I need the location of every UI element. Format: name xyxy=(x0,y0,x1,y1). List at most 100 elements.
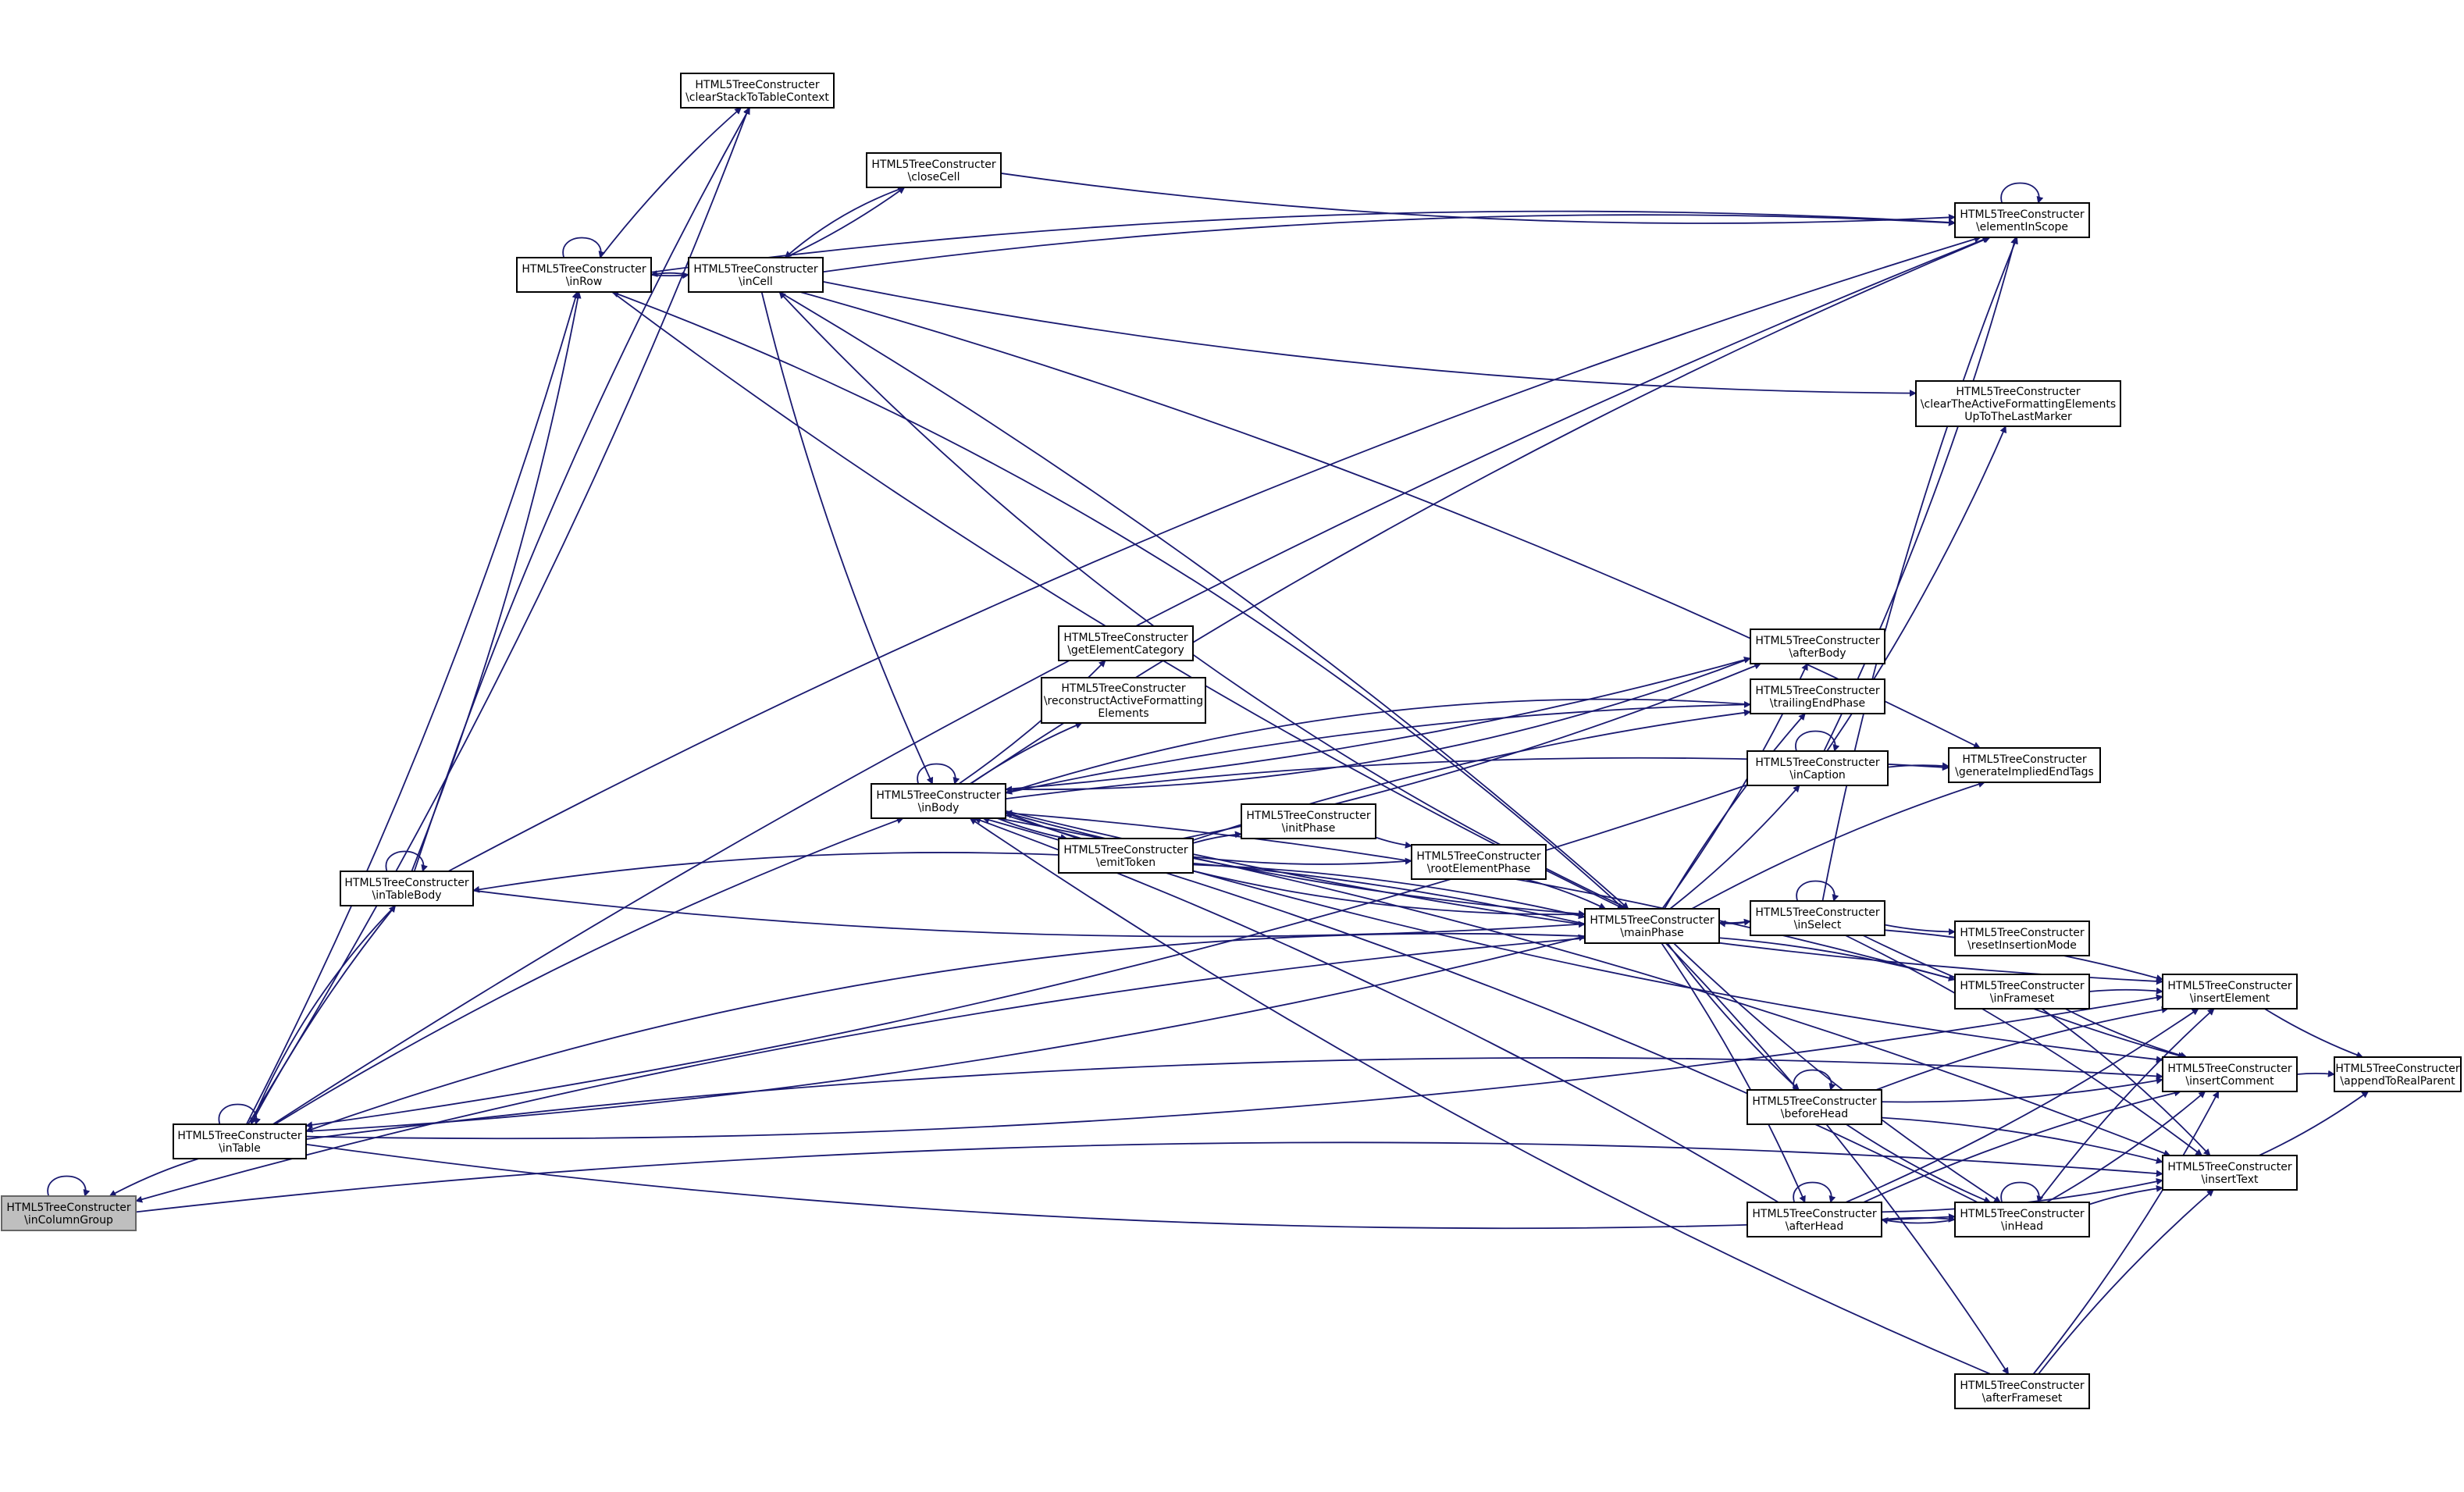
call-edge-inTable-to-inHead xyxy=(305,1143,1956,1230)
call-edge-inFrameset-to-insertElement xyxy=(2088,987,2163,995)
node-in-row[interactable]: HTML5TreeConstructer\inRow xyxy=(516,257,652,293)
call-edge-insertElement-to-appendToRealParent xyxy=(2264,1008,2364,1059)
node-after-head[interactable]: HTML5TreeConstructer\afterHead xyxy=(1747,1202,1882,1237)
node-label-line: \resetInsertionMode xyxy=(1967,939,2077,952)
node-close-cell[interactable]: HTML5TreeConstructer\closeCell xyxy=(866,152,1002,188)
node-label-line: \closeCell xyxy=(908,171,960,183)
node-reset-insertion[interactable]: HTML5TreeConstructer\resetInsertionMode xyxy=(1954,920,2090,956)
call-edge-inTable-to-clearStack xyxy=(247,107,750,1125)
node-main-phase[interactable]: HTML5TreeConstructer\mainPhase xyxy=(1584,908,1720,944)
node-insert-comment[interactable]: HTML5TreeConstructer\insertComment xyxy=(2162,1056,2298,1092)
call-edge-inCell-to-mainPhase xyxy=(778,291,1629,910)
node-in-head[interactable]: HTML5TreeConstructer\inHead xyxy=(1954,1202,2090,1237)
node-box xyxy=(2334,1056,2462,1092)
call-edge-inTableBody-to-inRow xyxy=(411,291,582,872)
node-box xyxy=(1954,1373,2090,1409)
call-edge-afterHead-to-inBody xyxy=(974,817,1779,1203)
node-generate-implied[interactable]: HTML5TreeConstructer\generateImpliedEndT… xyxy=(1948,747,2101,783)
node-label-line: HTML5TreeConstructer xyxy=(1416,850,1540,863)
node-box xyxy=(1747,1089,1882,1125)
node-in-select[interactable]: HTML5TreeConstructer\inSelect xyxy=(1750,900,1885,936)
node-reconstruct[interactable]: HTML5TreeConstructer\reconstructActiveFo… xyxy=(1041,677,1206,724)
node-clear-active[interactable]: HTML5TreeConstructer\clearTheActiveForma… xyxy=(1915,380,2121,427)
call-edge-inTable-to-inTable xyxy=(218,1103,261,1125)
node-label-line: HTML5TreeConstructer xyxy=(693,263,817,276)
node-label-line: HTML5TreeConstructer xyxy=(1960,208,2084,221)
call-edge-beforeHead-to-insertElement xyxy=(1875,1006,2169,1091)
node-insert-text[interactable]: HTML5TreeConstructer\insertText xyxy=(2162,1155,2298,1191)
call-edge-inRow-to-elementInScope xyxy=(650,210,1956,273)
node-clear-stack[interactable]: HTML5TreeConstructer\clearStackToTableCo… xyxy=(680,73,835,109)
node-box xyxy=(1954,202,2090,238)
node-label-line: \initPhase xyxy=(1282,822,1336,835)
node-root-element-phase[interactable]: HTML5TreeConstructer\rootElementPhase xyxy=(1411,844,1547,880)
node-in-frameset[interactable]: HTML5TreeConstructer\inFrameset xyxy=(1954,974,2090,1010)
call-edge-inTable-to-insertComment xyxy=(305,1056,2163,1141)
node-box xyxy=(516,257,652,293)
node-label-line: HTML5TreeConstructer xyxy=(2335,1063,2459,1075)
call-edge-inCell-to-generateImplied xyxy=(799,291,1981,749)
node-insert-element[interactable]: HTML5TreeConstructer\insertElement xyxy=(2162,974,2298,1010)
call-edge-rootElementPhase-to-mainPhase xyxy=(1525,878,1607,910)
call-edge-mainPhase-to-afterFrameset xyxy=(1665,942,2010,1375)
node-get-element-category[interactable]: HTML5TreeConstructer\getElementCategory xyxy=(1058,625,1194,661)
node-before-head[interactable]: HTML5TreeConstructer\beforeHead xyxy=(1747,1089,1882,1125)
call-edge-inBody-to-mainPhase xyxy=(1005,812,1586,917)
node-trailing-end-phase[interactable]: HTML5TreeConstructer\trailingEndPhase xyxy=(1750,678,1885,714)
node-label-line: \inCell xyxy=(739,276,773,288)
call-edge-inTable-to-inTableBody xyxy=(250,905,397,1125)
node-box xyxy=(871,783,1006,819)
call-edge-mainPhase-to-trailingEndPhase xyxy=(1664,713,1806,910)
call-edge-inBody-to-inBody xyxy=(917,763,960,785)
node-label-line: HTML5TreeConstructer xyxy=(1061,682,1185,695)
node-after-frameset[interactable]: HTML5TreeConstructer\afterFrameset xyxy=(1954,1373,2090,1409)
node-after-body[interactable]: HTML5TreeConstructer\afterBody xyxy=(1750,628,1885,664)
node-box xyxy=(2162,1056,2298,1092)
node-box xyxy=(340,871,474,906)
node-in-cell[interactable]: HTML5TreeConstructer\inCell xyxy=(688,257,824,293)
node-label-line: \afterHead xyxy=(1786,1220,1843,1233)
node-append-to-real-parent[interactable]: HTML5TreeConstructer\appendToRealParent xyxy=(2334,1056,2462,1092)
node-label-line: \clearTheActiveFormattingElements xyxy=(1921,398,2116,411)
node-box xyxy=(1954,974,2090,1010)
call-edge-inRow-to-inRow xyxy=(562,237,606,258)
node-in-column-group[interactable]: HTML5TreeConstructer\inColumnGroup xyxy=(1,1195,137,1231)
call-edge-mainPhase-to-beforeHead xyxy=(1666,942,1800,1091)
node-box xyxy=(2162,1155,2298,1191)
call-edge-afterBody-to-inBody xyxy=(1005,657,1751,793)
node-label-line: \reconstructActiveFormatting xyxy=(1044,695,1203,707)
node-label-line: \inBody xyxy=(918,802,960,814)
node-label-line: \inTableBody xyxy=(372,889,441,902)
call-edge-closeCell-to-inCell xyxy=(784,187,905,258)
call-edge-inRow-to-inCell xyxy=(650,272,689,280)
node-label-line: HTML5TreeConstructer xyxy=(6,1202,130,1214)
node-box xyxy=(1954,920,2090,956)
node-label-line: \inRow xyxy=(566,276,603,288)
call-edge-inCell-to-elementInScope xyxy=(822,214,1956,273)
node-label-line: HTML5TreeConstructer xyxy=(1752,1095,1876,1108)
node-in-table-body[interactable]: HTML5TreeConstructer\inTableBody xyxy=(340,871,474,906)
node-box xyxy=(1750,678,1885,714)
call-edge-inCaption-to-inCaption xyxy=(1795,730,1840,752)
node-box xyxy=(173,1123,307,1159)
node-label-line: \getElementCategory xyxy=(1067,644,1184,657)
node-label-line: \afterFrameset xyxy=(1982,1392,2063,1405)
call-edge-closeCell-to-elementInScope xyxy=(1000,173,1956,224)
node-in-caption[interactable]: HTML5TreeConstructer\inCaption xyxy=(1747,750,1889,786)
node-element-in-scope[interactable]: HTML5TreeConstructer\elementInScope xyxy=(1954,202,2090,238)
node-init-phase[interactable]: HTML5TreeConstructer\initPhase xyxy=(1241,803,1376,839)
node-box xyxy=(1241,803,1376,839)
node-in-table[interactable]: HTML5TreeConstructer\inTable xyxy=(173,1123,307,1159)
node-box xyxy=(1411,844,1547,880)
node-label-line: \elementInScope xyxy=(1976,221,2068,233)
node-label-line: HTML5TreeConstructer xyxy=(1960,1380,2084,1392)
node-box xyxy=(1,1195,137,1231)
node-box xyxy=(1058,838,1194,874)
node-emit-token[interactable]: HTML5TreeConstructer\emitToken xyxy=(1058,838,1194,874)
call-edge-inHead-to-afterHead xyxy=(1881,1217,1956,1224)
nodes-layer: HTML5TreeConstructer\inColumnGroupHTML5T… xyxy=(1,73,2462,1409)
node-box xyxy=(1750,628,1885,664)
node-in-body[interactable]: HTML5TreeConstructer\inBody xyxy=(871,783,1006,819)
call-edge-mainPhase-to-inRow xyxy=(611,290,1625,910)
node-label-line: HTML5TreeConstructer xyxy=(1246,810,1370,822)
